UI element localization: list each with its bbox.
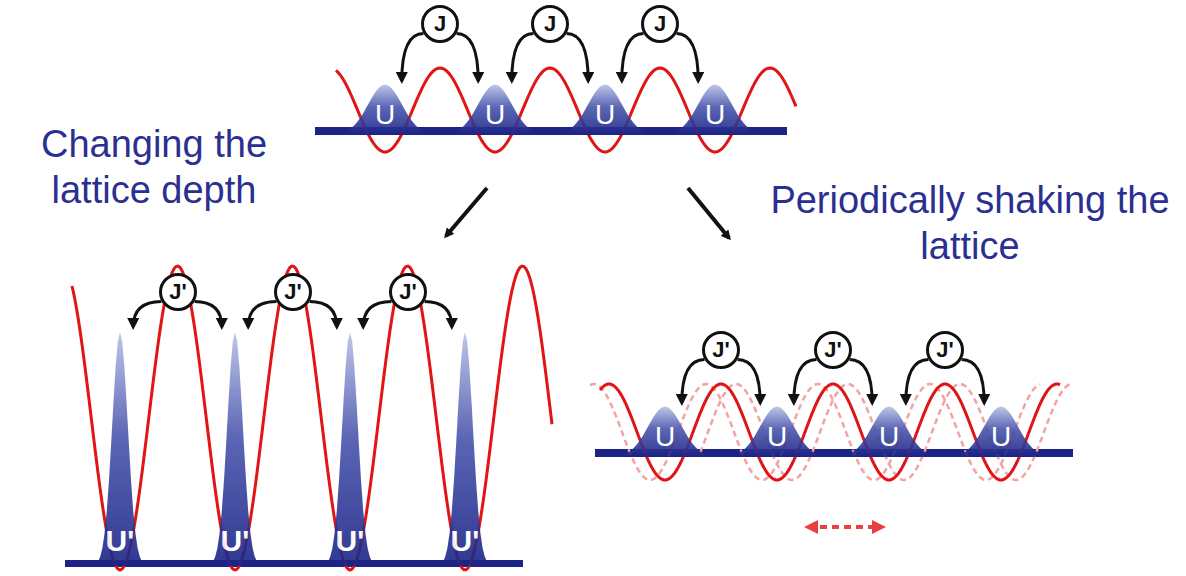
atom-wavefunction: U: [425, 84, 565, 135]
tunneling-arrow: [677, 34, 699, 82]
tunneling-circle: J': [926, 331, 964, 369]
coupling-label: J: [544, 13, 556, 35]
interaction-label: U: [535, 101, 675, 129]
tunneling-circle: J': [702, 331, 740, 369]
atom-wavefunction: U': [180, 330, 290, 566]
interaction-label: U: [315, 101, 455, 129]
atom-wavefunction: U: [645, 84, 785, 135]
coupling-label: J': [824, 339, 841, 361]
interaction-label: U': [180, 526, 290, 556]
interaction-label: U: [707, 423, 847, 451]
interaction-label: U': [295, 526, 405, 556]
tunneling-arrow: [906, 360, 929, 404]
atom-wavefunction: U: [707, 406, 847, 457]
tunneling-circle: J': [159, 273, 197, 311]
atom-wavefunction: U: [819, 406, 959, 457]
coupling-label: J': [936, 339, 953, 361]
flow-arrow: [688, 188, 729, 238]
tunneling-arrow: [850, 360, 873, 404]
tunneling-arrow: [310, 302, 337, 328]
tunneling-circle: J': [274, 273, 312, 311]
coupling-label: J: [434, 13, 446, 35]
panel-caption: Periodically shaking the lattice: [764, 178, 1176, 269]
atom-wavefunction: U: [595, 406, 735, 457]
atom-wavefunction: U': [65, 330, 175, 566]
interaction-label: U: [595, 423, 735, 451]
tunneling-arrow: [567, 34, 589, 82]
shake-arrow: [808, 525, 882, 529]
atom-wavefunction: U: [931, 406, 1071, 457]
tunneling-arrow: [133, 302, 161, 328]
interaction-label: U': [410, 526, 520, 556]
tunneling-arrow: [512, 34, 534, 82]
atom-wavefunction: U: [315, 84, 455, 135]
tunneling-circle: J: [531, 5, 569, 43]
interaction-label: U: [931, 423, 1071, 451]
atom-wavefunction: U': [295, 330, 405, 566]
coupling-label: J': [169, 281, 186, 303]
interaction-label: U: [819, 423, 959, 451]
coupling-label: J': [712, 339, 729, 361]
tunneling-arrow: [794, 360, 817, 404]
atom-wavefunction: U: [535, 84, 675, 135]
lattice-potential: [72, 266, 552, 570]
tunneling-circle: J: [421, 5, 459, 43]
tunneling-arrow: [425, 302, 452, 328]
tunneling-arrow: [738, 360, 761, 404]
tunneling-circle: J': [389, 273, 427, 311]
panel-caption: Changing the lattice depth: [8, 122, 300, 213]
tunneling-arrow: [248, 302, 276, 328]
tunneling-arrow: [682, 360, 705, 404]
interaction-label: U: [645, 101, 785, 129]
interaction-label: U: [425, 101, 565, 129]
tunneling-arrow: [195, 302, 222, 328]
tunneling-arrow: [962, 360, 985, 404]
flow-arrow: [446, 188, 487, 236]
tunneling-arrow: [622, 34, 644, 82]
lattice-potential: [336, 68, 796, 152]
coupling-label: J: [654, 13, 666, 35]
tunneling-arrow: [402, 34, 424, 82]
coupling-label: J': [399, 281, 416, 303]
coupling-label: J': [284, 281, 301, 303]
interaction-label: U': [65, 526, 175, 556]
atom-wavefunction: U': [410, 330, 520, 566]
tunneling-arrow: [457, 34, 479, 82]
tunneling-circle: J': [814, 331, 852, 369]
tunneling-circle: J: [641, 5, 679, 43]
tunneling-arrow: [363, 302, 391, 328]
